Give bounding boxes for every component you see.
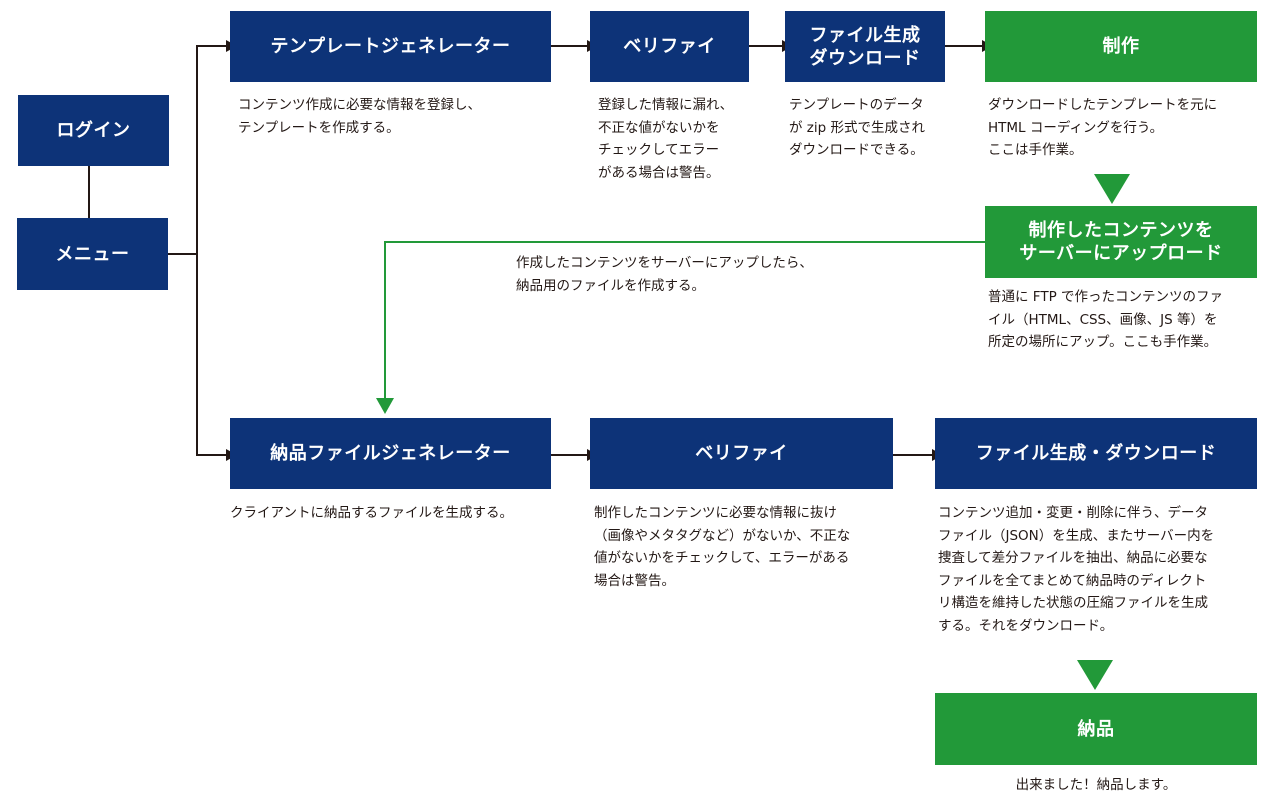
login-box: ログイン bbox=[18, 95, 169, 166]
template-generator-description: コンテンツ作成に必要な情報を登録し、 テンプレートを作成する。 bbox=[238, 97, 481, 136]
upload-description: 普通に FTP で作ったコンテンツのファ イル（HTML、CSS、画像、JS 等… bbox=[988, 289, 1223, 350]
template-generator-box: テンプレートジェネレーター bbox=[230, 11, 551, 82]
verify-bottom-description: 制作したコンテンツに必要な情報に抜け （画像やメタタグなど）がないか、不正な 値… bbox=[594, 505, 851, 589]
delivery-generator-description: クライアントに納品するファイルを生成する。 bbox=[230, 505, 513, 521]
arrowhead-to-delivery-generator-green bbox=[376, 398, 394, 414]
file-download-top-description: テンプレートのデータ が zip 形式で生成され ダウンロードできる。 bbox=[789, 97, 925, 158]
upload-box: 制作したコンテンツを サーバーにアップロード bbox=[985, 206, 1257, 278]
verify-top-box: ベリファイ bbox=[590, 11, 749, 82]
arrow-down-to-delivery bbox=[1077, 660, 1113, 690]
file-download-bottom-box: ファイル生成・ダウンロード bbox=[935, 418, 1257, 489]
verify-bottom-box: ベリファイ bbox=[590, 418, 893, 489]
file-download-bottom-description: コンテンツ追加・変更・削除に伴う、データ ファイル（JSON）を生成、またサーバ… bbox=[938, 505, 1215, 634]
production-description: ダウンロードしたテンプレートを元に HTML コーディングを行う。 ここは手作業… bbox=[988, 97, 1218, 158]
arrow-down-to-upload bbox=[1094, 174, 1130, 204]
delivery-box: 納品 bbox=[935, 693, 1257, 765]
verify-top-description: 登録した情報に漏れ、 不正な値がないかを チェックしてエラー がある場合は警告。 bbox=[598, 97, 734, 181]
delivery-description: 出来ました！納品します。 bbox=[1015, 777, 1177, 793]
menu-box: メニュー bbox=[17, 218, 168, 290]
production-box: 制作 bbox=[985, 11, 1257, 82]
upload-to-delivery-note: 作成したコンテンツをサーバーにアップしたら、 納品用のファイルを作成する。 bbox=[516, 255, 813, 294]
upload-to-delivery-connector bbox=[384, 241, 985, 402]
delivery-generator-box: 納品ファイルジェネレーター bbox=[230, 418, 551, 489]
file-download-top-box: ファイル生成 ダウンロード bbox=[785, 11, 945, 82]
